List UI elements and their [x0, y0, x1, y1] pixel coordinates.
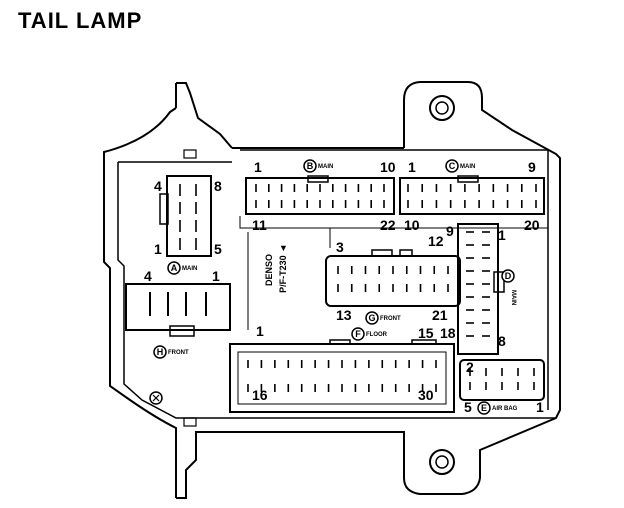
center-logo: DENSO: [264, 254, 274, 286]
pin-label: 1: [154, 241, 162, 257]
pin-label: 30: [418, 387, 434, 403]
pin-label: 9: [446, 223, 454, 239]
pin-label: 1: [498, 227, 506, 243]
badge-letter: A: [171, 263, 178, 273]
connector-tag: FLOOR: [366, 332, 388, 338]
connector-tag: MAIN: [182, 266, 197, 272]
badge-letter: G: [368, 313, 375, 323]
connector-tag: FRONT: [380, 316, 401, 322]
pin-label: 4: [144, 268, 152, 284]
connector-a: 4 8 1 5 A MAIN: [154, 175, 222, 275]
connector-f: 1 15 16 30 F FLOOR: [229, 323, 455, 413]
connector-tag: MAIN: [510, 290, 516, 305]
connector-tag: MAIN: [460, 164, 475, 170]
connector-badge: A MAIN: [167, 261, 197, 275]
connector-tag: MAIN: [318, 164, 333, 170]
connector-badge: H FRONT: [153, 345, 189, 359]
pin-label: 16: [252, 387, 268, 403]
pin-label: 15: [418, 325, 434, 341]
badge-letter: H: [157, 347, 164, 357]
pin-label: 4: [154, 178, 162, 194]
badge-letter: E: [481, 403, 487, 413]
connector-h: 4 1 H FRONT: [125, 268, 231, 359]
connector-badge: D MAIN: [501, 269, 516, 305]
connector-badge: B MAIN: [303, 159, 333, 173]
pin-label: 1: [536, 399, 544, 415]
pin-label: 13: [336, 307, 352, 323]
pin-label: 2: [466, 359, 474, 375]
connector-badge: E AIR BAG: [477, 401, 518, 415]
connector-badge: F FLOOR: [351, 327, 388, 341]
pin-label: 21: [432, 307, 448, 323]
badge-letter: F: [355, 329, 361, 339]
pin-label: 10: [404, 217, 420, 233]
connector-tag: AIR BAG: [492, 406, 518, 412]
connector-d: 9 1 18 8 D MAIN: [440, 223, 516, 355]
badge-letter: D: [505, 271, 512, 281]
pin-label: 1: [254, 159, 262, 175]
pin-label: 1: [212, 268, 220, 284]
pin-label: 5: [214, 241, 222, 257]
pin-label: 12: [428, 233, 444, 249]
pin-label: 22: [380, 217, 396, 233]
pin-label: 8: [498, 333, 506, 349]
pin-label: 3: [336, 239, 344, 255]
connector-tag: FRONT: [168, 350, 189, 356]
connector-b: 1 10 11 22 B MAIN: [245, 159, 396, 233]
pin-label: 8: [214, 178, 222, 194]
connector-e: 2 5 1 E AIR BAG: [459, 359, 545, 415]
connector-g: 3 12 13 21 G FRONT: [325, 233, 461, 325]
pin-label: 1: [408, 159, 416, 175]
connector-badge: G FRONT: [365, 311, 401, 325]
badge-letter: C: [449, 161, 456, 171]
center-part-marking: P/F-T230 ◄: [278, 244, 288, 293]
pin-label: 9: [528, 159, 536, 175]
pin-label: 11: [252, 217, 267, 233]
diagram-title: TAIL LAMP: [18, 8, 143, 33]
pin-label: 18: [440, 325, 456, 341]
junction-block-housing: [103, 81, 561, 499]
connector-badge: C MAIN: [445, 159, 475, 173]
pin-label: 10: [380, 159, 396, 175]
connector-c: 1 9 10 20 C MAIN: [399, 159, 545, 233]
pin-label: 5: [464, 399, 472, 415]
pin-label: 20: [524, 217, 540, 233]
pin-label: 1: [256, 323, 264, 339]
badge-letter: B: [307, 161, 314, 171]
